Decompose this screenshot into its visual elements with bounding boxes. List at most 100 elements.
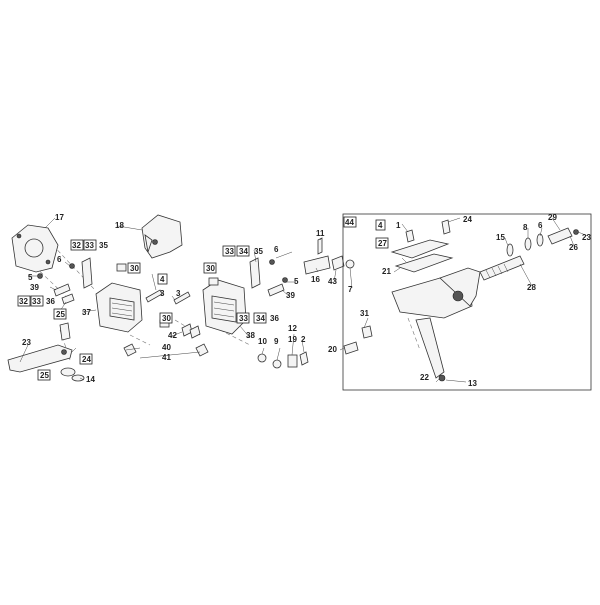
callout-36a: 36 [46, 297, 55, 306]
part-screw-31 [361, 325, 373, 339]
part-screw-5b [282, 277, 288, 283]
callout-25a: 25 [56, 310, 65, 319]
callout-43: 43 [328, 277, 337, 286]
frame-master-cylinder-44 [342, 213, 592, 391]
callout-29: 29 [548, 213, 557, 222]
callout-34a: 34 [239, 247, 248, 256]
callout-34b: 34 [256, 314, 265, 323]
callout-33d: 33 [239, 314, 248, 323]
box-33a [30, 295, 44, 307]
callout-20: 20 [328, 345, 337, 354]
callout-4b: 4 [378, 221, 383, 230]
box-25b [37, 369, 51, 381]
part-pin-36a [61, 293, 75, 305]
callout-36b: 36 [270, 314, 279, 323]
callout-39a: 39 [30, 283, 39, 292]
part-bolts-3 [145, 289, 191, 305]
guide-lever-22 [407, 317, 421, 351]
callout-26: 26 [569, 243, 578, 252]
box-33b [83, 239, 97, 251]
callout-35a: 35 [99, 241, 108, 250]
part-cap-24 [441, 219, 451, 235]
callout-41: 41 [162, 353, 171, 362]
callout-14: 14 [86, 375, 95, 384]
part-clip-39a [53, 283, 71, 297]
callout-8: 8 [523, 223, 528, 232]
part-screw-6b [269, 259, 275, 265]
callout-23b: 23 [582, 233, 591, 242]
callout-6a: 6 [57, 255, 62, 264]
callout-9: 9 [274, 337, 279, 346]
part-clip-39b [267, 283, 285, 297]
box-32a [17, 295, 31, 307]
callout-4a: 4 [160, 275, 165, 284]
callout-25b: 25 [40, 371, 49, 380]
part-fitting-16 [303, 255, 331, 275]
part-washer-25b [60, 367, 76, 377]
callout-22: 22 [420, 373, 429, 382]
part-pad-35a [81, 257, 93, 289]
callout-3a: 3 [160, 289, 165, 298]
callout-11: 11 [316, 229, 325, 238]
part-pad-35b [249, 257, 261, 289]
box-30c [203, 262, 217, 274]
part-block-30c [208, 277, 219, 286]
callout-16: 16 [311, 275, 320, 284]
callout-7: 7 [348, 285, 353, 294]
callout-3b: 3 [176, 289, 181, 298]
leader-lines [19, 217, 589, 383]
callout-2: 2 [301, 335, 306, 344]
callout-33b: 33 [85, 241, 94, 250]
box-4a [157, 273, 168, 285]
callout-1: 1 [396, 221, 401, 230]
callout-19: 19 [288, 335, 297, 344]
part-washer-7 [345, 259, 355, 269]
callout-6b: 6 [274, 245, 279, 254]
callout-12: 12 [288, 324, 297, 333]
callout-30b: 30 [162, 314, 171, 323]
callout-27: 27 [378, 239, 387, 248]
part-block-19 [287, 354, 298, 368]
callout-33c: 33 [225, 247, 234, 256]
part-bolt-20 [343, 341, 359, 355]
part-lid-27 [390, 239, 450, 259]
callout-40: 40 [162, 343, 171, 352]
box-25a [53, 308, 67, 320]
box-4b [375, 219, 386, 231]
box-34b [253, 312, 267, 324]
callout-13: 13 [468, 379, 477, 388]
callout-38: 38 [246, 331, 255, 340]
box-32b [70, 239, 84, 251]
box-27 [375, 237, 389, 249]
part-screw-6a [69, 263, 75, 269]
part-gasket-21 [394, 253, 454, 273]
part-pin-25a [59, 322, 71, 341]
callout-18: 18 [115, 221, 124, 230]
callout-30c: 30 [206, 264, 215, 273]
callout-15: 15 [496, 233, 505, 242]
part-washer-14 [71, 374, 85, 382]
callout-21: 21 [382, 267, 391, 276]
callout-23a: 23 [22, 338, 31, 347]
part-screw-1 [405, 229, 415, 243]
part-fitting-43 [331, 255, 345, 271]
box-24a [79, 353, 93, 365]
part-lever-23-left [7, 344, 73, 373]
part-caliper-38 [202, 279, 247, 335]
callout-44: 44 [345, 218, 354, 227]
part-nut-10 [257, 353, 267, 363]
callout-33a: 33 [32, 297, 41, 306]
box-34a [236, 245, 250, 257]
callout-10: 10 [258, 337, 267, 346]
callout-28: 28 [527, 283, 536, 292]
callout-24a: 24 [82, 355, 91, 364]
callout-5a: 5 [28, 273, 33, 282]
part-bleeder-11 [317, 237, 323, 255]
part-bolt-2 [299, 351, 309, 366]
part-caliper-37 [95, 282, 143, 333]
part-block-30a [116, 263, 127, 272]
box-33d [236, 312, 250, 324]
part-screw-5a [37, 273, 43, 279]
part-reservoir-body [391, 267, 481, 319]
